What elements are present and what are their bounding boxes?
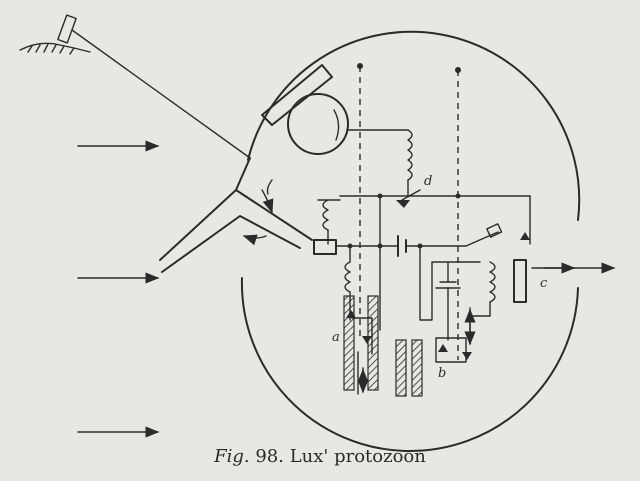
label-c: c: [540, 276, 548, 291]
circuit: [313, 189, 616, 341]
label-a: a: [332, 330, 340, 345]
dashed-guides: [357, 63, 461, 360]
piston-mid-b: [411, 339, 423, 397]
funnel-lower-lip: [161, 215, 301, 273]
lens-circle: [287, 93, 349, 155]
light-source: [19, 14, 251, 159]
funnel-inner: [235, 189, 313, 241]
eye: [261, 64, 349, 155]
switch-d: [401, 189, 421, 201]
flow-curl: [266, 179, 273, 195]
coil-left-top: [322, 199, 329, 231]
box-b: [435, 337, 467, 363]
piston-left-b: [367, 295, 379, 391]
stimulus-arrows: [77, 140, 160, 438]
coil-right: [489, 261, 496, 303]
right-plate: [513, 259, 527, 303]
left-contact: [313, 239, 337, 255]
switch-right: [465, 231, 499, 247]
coil-left-bottom: [344, 261, 351, 293]
lamp-post: [57, 14, 77, 44]
flow-arrow-out: [242, 234, 267, 246]
caption-prefix: Fig.: [214, 446, 250, 467]
label-b: b: [438, 366, 447, 381]
mechanism: [343, 295, 476, 397]
figure-caption: Fig. 98. Lux' protozoon: [0, 446, 640, 467]
ground-hatching: [27, 43, 75, 55]
coil-upper: [407, 129, 413, 181]
caption-text: 98. Lux' protozoon: [255, 446, 426, 467]
piston-mid-a: [395, 339, 407, 397]
mouth: [159, 157, 313, 273]
body-lower-arc: [240, 277, 579, 453]
lens-highlight: [333, 109, 340, 141]
flow-arrow-in: [261, 189, 274, 214]
upper-coil: [347, 129, 413, 197]
body-upper-arc: [247, 30, 581, 221]
body-outline: [240, 30, 581, 453]
light-ray: [71, 29, 251, 159]
eye-cap: [261, 64, 333, 126]
funnel-upper-lip: [159, 157, 251, 261]
piston-left-a: [343, 295, 355, 391]
label-d: d: [424, 174, 433, 189]
